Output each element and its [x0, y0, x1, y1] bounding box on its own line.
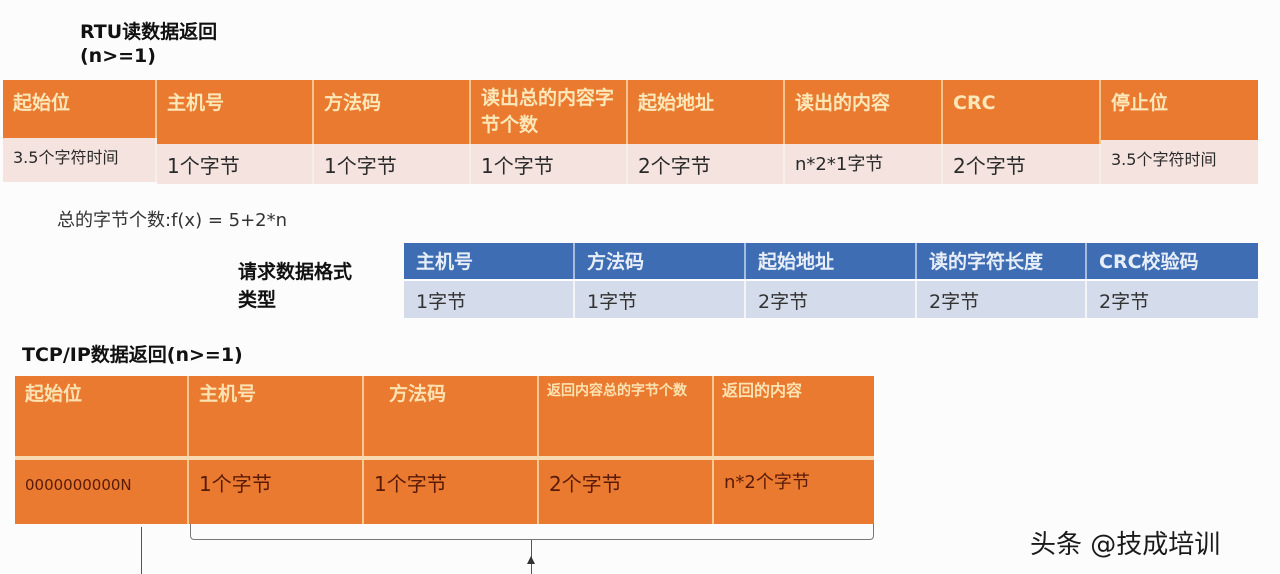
- rtu-header-stop-bit: 停止位: [1101, 80, 1258, 140]
- tcp-value-byte-count: 2个字节: [539, 460, 714, 524]
- request-format-label: 请求数据格式 类型: [238, 258, 352, 314]
- tcp-value-return-content: n*2个字节: [714, 460, 874, 524]
- request-header-crc: CRC校验码: [1087, 243, 1258, 279]
- request-header-function-code: 方法码: [575, 243, 746, 279]
- rtu-value-stop-bit: 3.5个字符时间: [1101, 140, 1258, 184]
- rtu-title: RTU读数据返回 (n>=1): [80, 20, 217, 68]
- byte-count-formula: 总的字节个数:f(x) = 5+2*n: [57, 210, 288, 231]
- rtu-value-function-code: 1个字节: [314, 144, 471, 184]
- rtu-header-function-code: 方法码: [314, 80, 471, 144]
- rtu-value-slave-id: 1个字节: [157, 144, 314, 184]
- arrow-up-icon: [527, 556, 535, 564]
- rtu-header-start-address: 起始地址: [628, 80, 785, 144]
- tcp-header-function-code: 方法码: [364, 376, 539, 456]
- request-label-line1: 请求数据格式: [238, 261, 353, 283]
- tcp-value-function-code: 1个字节: [364, 460, 539, 524]
- tcp-header-byte-count: 返回内容总的字节个数: [539, 376, 714, 456]
- tcp-value-start-bit: 0000000000N: [15, 460, 189, 524]
- tcp-title: TCP/IP数据返回(n>=1): [22, 344, 243, 366]
- rtu-value-byte-count: 1个字节: [471, 144, 628, 184]
- rtu-header-start-bit: 起始位: [3, 80, 157, 138]
- tcp-value-start-bit-text: 0000000000N: [25, 476, 132, 494]
- request-label-line2: 类型: [238, 289, 277, 311]
- start-bit-pointer-line: [141, 527, 142, 574]
- rtu-value-start-bit: 3.5个字符时间: [3, 138, 157, 182]
- rtu-value-start-address: 2个字节: [628, 144, 785, 184]
- rtu-value-crc: 2个字节: [943, 144, 1101, 184]
- request-value-function-code: 1字节: [575, 281, 746, 318]
- rtu-header-read-content: 读出的内容: [785, 80, 943, 144]
- request-header-read-length: 读的字符长度: [917, 243, 1087, 279]
- request-value-slave-id: 1字节: [404, 281, 575, 318]
- request-header-start-address: 起始地址: [746, 243, 917, 279]
- rtu-title-line2: (n>=1): [80, 45, 156, 67]
- tcp-row-divider: [15, 456, 874, 460]
- tcp-header-return-content: 返回的内容: [714, 376, 874, 456]
- rtu-title-line1: RTU读数据返回: [80, 21, 218, 43]
- request-value-start-address: 2字节: [746, 281, 917, 318]
- rtu-value-read-content: n*2*1字节: [785, 144, 943, 184]
- rtu-header-slave-id: 主机号: [157, 80, 314, 144]
- tcp-header-slave-id: 主机号: [189, 376, 364, 456]
- rtu-header-byte-count: 读出总的内容字节个数: [471, 80, 628, 144]
- tcp-value-slave-id: 1个字节: [189, 460, 364, 524]
- payload-bracket: [190, 524, 874, 540]
- rtu-header-crc: CRC: [943, 80, 1101, 144]
- request-value-crc: 2字节: [1087, 281, 1258, 318]
- tcp-header-start-bit: 起始位: [15, 376, 189, 456]
- request-value-read-length: 2字节: [917, 281, 1087, 318]
- watermark: 头条 @技成培训: [1030, 530, 1221, 560]
- request-header-slave-id: 主机号: [404, 243, 575, 279]
